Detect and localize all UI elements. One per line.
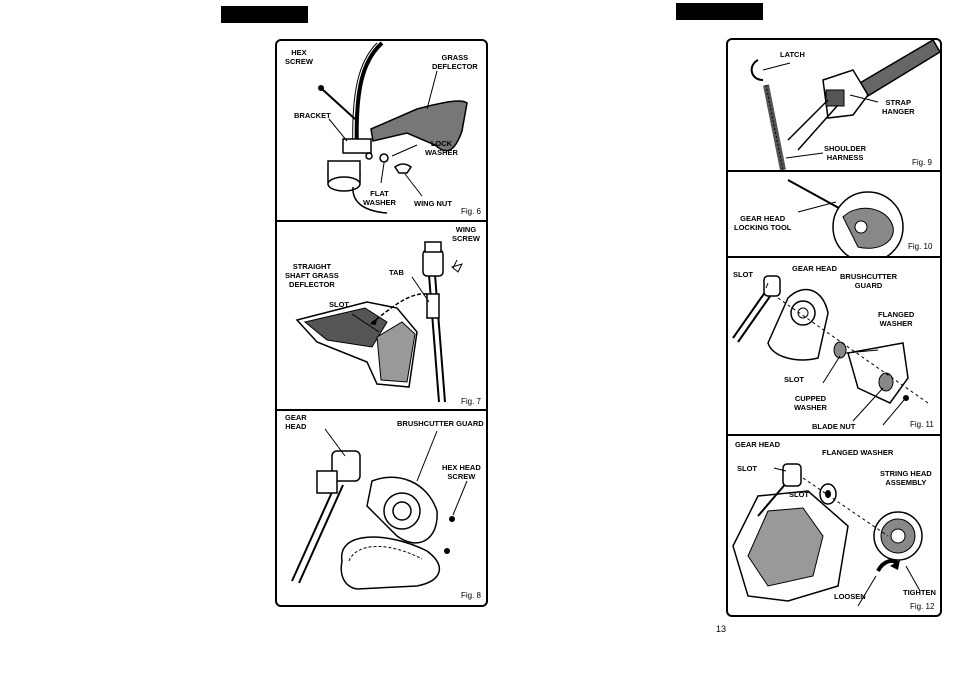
label-loosen: LOOSEN (834, 592, 866, 601)
fig7-caption: Fig. 7 (461, 397, 482, 406)
fig10-section: GEAR HEAD LOCKING TOOL Fig. 10 (728, 172, 940, 258)
label-flanged-washer: FLANGED WASHER (878, 310, 915, 328)
label-strap-hanger: STRAP HANGER (882, 98, 915, 116)
label-slot-mid: SLOT (789, 490, 809, 499)
label-wing-nut: WING NUT (414, 199, 452, 208)
label-hex-screw: HEX SCREW (285, 48, 313, 66)
fig11-caption: Fig. 11 (910, 420, 934, 429)
label-tighten: TIGHTEN (903, 588, 936, 597)
label-lock-washer: LOCK WASHER (425, 139, 458, 157)
label-latch: LATCH (780, 50, 805, 59)
label-brushcutter-guard: BRUSHCUTTER GUARD (840, 272, 898, 290)
fig9-caption: Fig. 9 (912, 158, 933, 167)
label-slot-left: SLOT (737, 464, 757, 473)
label-brushcutter-guard: BRUSHCUTTER GUARD (397, 419, 484, 428)
fig7-section: WING SCREW STRAIGHT SHAFT GRASS DEFLECTO… (277, 222, 486, 411)
fig12-caption: Fig. 12 (910, 602, 935, 611)
fig9-illustration (750, 40, 940, 170)
label-wing-screw: WING SCREW (452, 225, 480, 243)
label-hex-head-screw: HEX HEAD SCREW (442, 463, 481, 481)
label-slot: SLOT (329, 300, 349, 309)
label-gear-head: GEAR HEAD (792, 264, 838, 273)
label-shoulder-harness: SHOULDER HARNESS (824, 144, 867, 162)
label-grass-deflector: GRASS DEFLECTOR (432, 53, 478, 71)
header-tab-left (221, 6, 308, 23)
label-cupped-washer: CUPPED WASHER (794, 394, 827, 412)
label-flanged-washer: FLANGED WASHER (822, 448, 894, 457)
label-slot-top: SLOT (733, 270, 753, 279)
label-gear-head: GEAR HEAD (285, 413, 307, 431)
fig7-illustration (295, 241, 463, 403)
fig6-illustration (318, 41, 468, 214)
label-slot-bottom: SLOT (784, 375, 804, 384)
fig11-illustration (732, 275, 929, 426)
label-gear-head: GEAR HEAD (735, 440, 781, 449)
label-bracket: BRACKET (294, 111, 331, 120)
fig10-caption: Fig. 10 (908, 242, 933, 251)
label-blade-nut: BLADE NUT (812, 422, 856, 431)
label-gear-head-locking-tool: GEAR HEAD LOCKING TOOL (734, 214, 792, 232)
fig12-section: GEAR HEAD FLANGED WASHER SLOT STRING HEA… (728, 436, 940, 615)
fig6-section: HEX SCREW GRASS DEFLECTOR BRACKET LOCK W… (277, 41, 486, 222)
header-tab-right (676, 3, 763, 20)
fig8-caption: Fig. 8 (461, 591, 482, 600)
fig9-section: LATCH STRAP HANGER SHOULDER HARNESS Fig.… (728, 40, 940, 172)
fig10-illustration (787, 179, 904, 256)
right-figure-panel: LATCH STRAP HANGER SHOULDER HARNESS Fig.… (726, 38, 942, 617)
fig12-illustration (732, 463, 923, 607)
fig8-illustration (291, 428, 468, 590)
label-string-head-assembly: STRING HEAD ASSEMBLY (880, 469, 932, 487)
label-straight-shaft-grass-deflector: STRAIGHT SHAFT GRASS DEFLECTOR (285, 262, 339, 289)
label-flat-washer: FLAT WASHER (363, 189, 396, 207)
page-number: 13 (716, 624, 727, 634)
fig6-caption: Fig. 6 (461, 207, 482, 216)
fig11-section: SLOT GEAR HEAD BRUSHCUTTER GUARD FLANGED… (728, 258, 940, 436)
left-figure-panel: HEX SCREW GRASS DEFLECTOR BRACKET LOCK W… (275, 39, 488, 607)
label-tab: TAB (389, 268, 404, 277)
fig8-section: GEAR HEAD BRUSHCUTTER GUARD HEX HEAD SCR… (277, 411, 486, 605)
